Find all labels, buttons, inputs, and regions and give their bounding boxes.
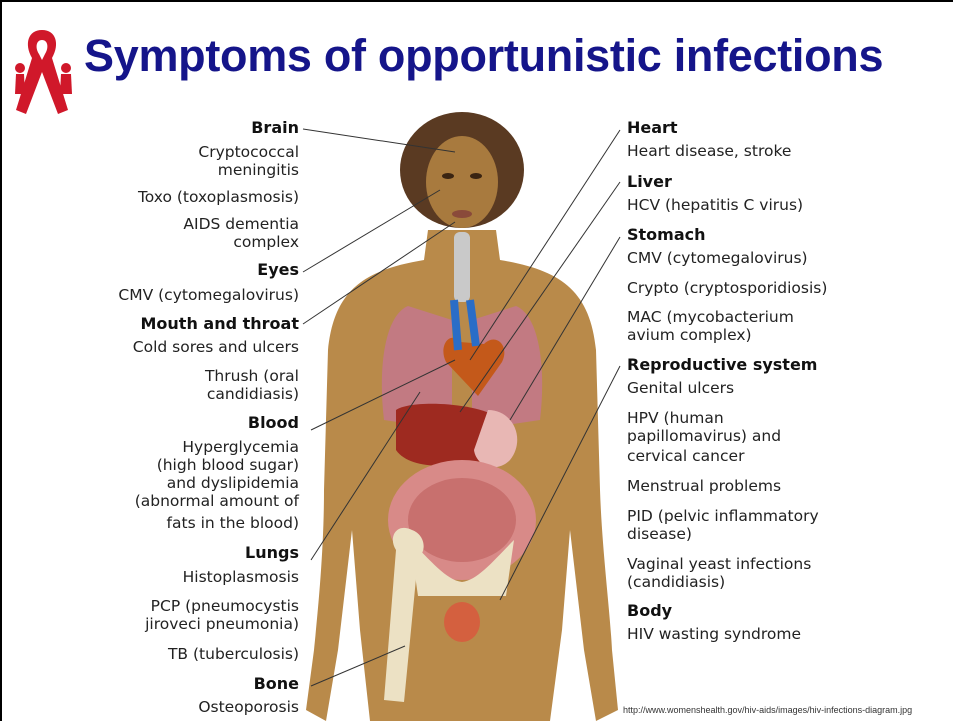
label-brain-toxo: Toxo (toxoplasmosis) bbox=[138, 188, 299, 206]
label-repro-cervical: cervical cancer bbox=[627, 447, 744, 465]
label-blood-dyslipidemia: and dyslipidemia bbox=[167, 474, 299, 492]
label-eyes: Eyes bbox=[257, 261, 299, 279]
label-stomach-cmv: CMV (cytomegalovirus) bbox=[627, 249, 808, 267]
label-lungs-pcp: PCP (pneumocystis bbox=[151, 597, 299, 615]
label-brain-complex: complex bbox=[233, 233, 299, 251]
label-repro-pid: PID (pelvic inflammatory bbox=[627, 507, 819, 525]
label-lungs-histoplasmosis: Histoplasmosis bbox=[183, 568, 299, 586]
label-brain-aids-dementia: AIDS dementia bbox=[183, 215, 299, 233]
label-body-wasting: HIV wasting syndrome bbox=[627, 625, 801, 643]
label-heart-disease: Heart disease, stroke bbox=[627, 142, 791, 160]
label-repro-papillomavirus: papillomavirus) and bbox=[627, 427, 781, 445]
label-blood-high-sugar: (high blood sugar) bbox=[157, 456, 299, 474]
label-stomach-mac: MAC (mycobacterium bbox=[627, 308, 794, 326]
label-stomach-crypto: Crypto (cryptosporidiosis) bbox=[627, 279, 827, 297]
label-stomach: Stomach bbox=[627, 226, 706, 244]
label-repro-menstrual: Menstrual problems bbox=[627, 477, 781, 495]
label-mouth-thrush: Thrush (oral bbox=[205, 367, 299, 385]
label-repro-candidiasis: (candidiasis) bbox=[627, 573, 725, 591]
source-url: http://www.womenshealth.gov/hiv-aids/ima… bbox=[623, 705, 912, 715]
label-brain-cryptococcal: Cryptococcal bbox=[198, 143, 299, 161]
label-body: Body bbox=[627, 602, 672, 620]
label-bone-osteoporosis: Osteoporosis bbox=[198, 698, 299, 716]
slide-title: Symptoms of opportunistic infections bbox=[84, 30, 883, 82]
label-stomach-avium: avium complex) bbox=[627, 326, 752, 344]
label-bone: Bone bbox=[254, 675, 299, 693]
label-repro-yeast: Vaginal yeast infections bbox=[627, 555, 811, 573]
label-mouth-cold-sores: Cold sores and ulcers bbox=[133, 338, 299, 356]
label-blood-abnormal: (abnormal amount of bbox=[135, 492, 299, 510]
label-repro-genital-ulcers: Genital ulcers bbox=[627, 379, 734, 397]
label-lungs: Lungs bbox=[245, 544, 299, 562]
red-ribbon-logo bbox=[6, 22, 78, 118]
label-lungs-jiroveci: jiroveci pneumonia) bbox=[145, 615, 299, 633]
label-heart: Heart bbox=[627, 119, 678, 137]
label-lungs-tb: TB (tuberculosis) bbox=[168, 645, 299, 663]
label-mouth-candidiasis: candidiasis) bbox=[207, 385, 299, 403]
label-liver-hcv: HCV (hepatitis C virus) bbox=[627, 196, 803, 214]
label-blood-hyperglycemia: Hyperglycemia bbox=[182, 438, 299, 456]
label-brain-meningitis: meningitis bbox=[218, 161, 299, 179]
label-eyes-cmv: CMV (cytomegalovirus) bbox=[118, 286, 299, 304]
label-liver: Liver bbox=[627, 173, 672, 191]
label-blood-fats: fats in the blood) bbox=[167, 514, 299, 532]
label-brain: Brain bbox=[251, 119, 299, 137]
female-body-illustration bbox=[300, 110, 630, 721]
label-repro-disease: disease) bbox=[627, 525, 692, 543]
label-blood: Blood bbox=[248, 414, 299, 432]
label-reproductive-system: Reproductive system bbox=[627, 356, 817, 374]
label-repro-hpv: HPV (human bbox=[627, 409, 724, 427]
label-mouth-throat: Mouth and throat bbox=[141, 315, 300, 333]
